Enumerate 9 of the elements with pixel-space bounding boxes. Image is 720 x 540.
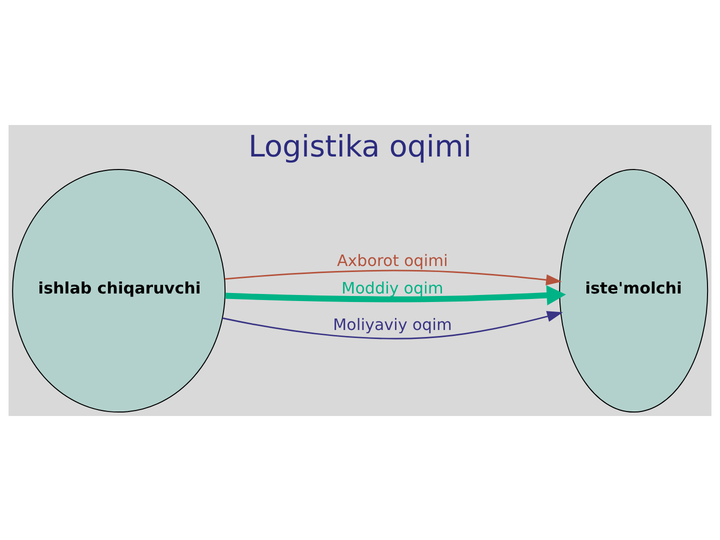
edge-label: Axborot oqimi (336, 250, 448, 270)
node-ellipse: ishlab chiqaruvchi (12, 168, 226, 412)
arrow (222, 310, 563, 339)
node-ellipse: iste'molchi (559, 168, 708, 412)
edge-label: Moddiy oqim (342, 278, 444, 298)
diagram-title: Logistika oqimi (248, 129, 472, 164)
arrow (225, 284, 566, 305)
edge-label: Moliyaviy oqim (332, 314, 452, 334)
arrow (224, 269, 562, 285)
